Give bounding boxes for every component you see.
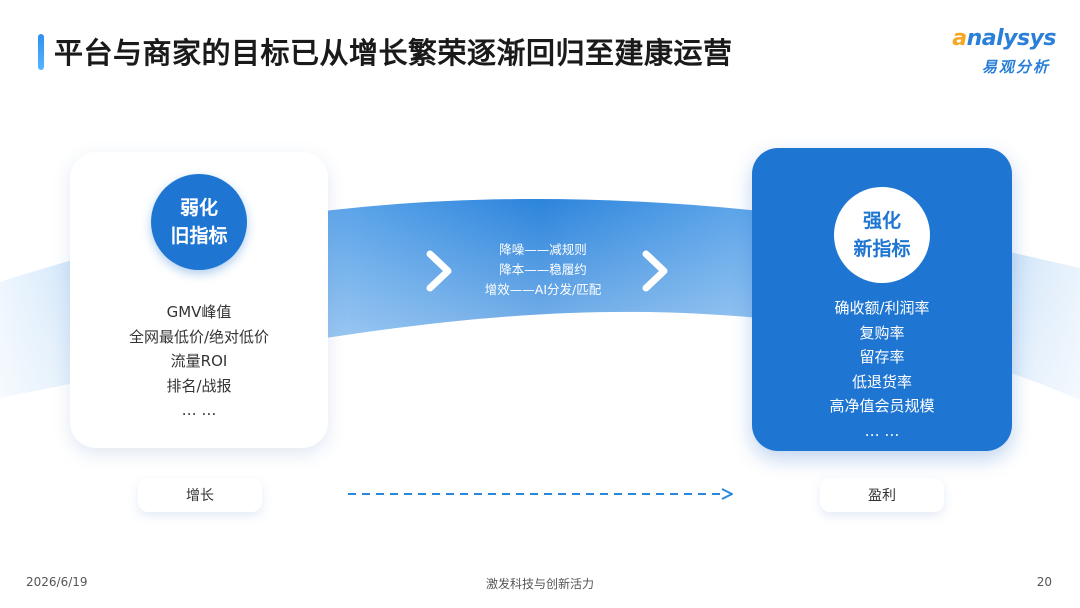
- dashed-arrow: [348, 488, 733, 500]
- list-item: 低退货率: [851, 372, 912, 391]
- strengthen-badge-line1: 强化: [862, 210, 901, 232]
- list-item: … …: [864, 421, 900, 440]
- list-item: 高净值会员规模: [829, 397, 935, 415]
- old-metrics-card: 弱化 旧指标 GMV峰值 全网最低价/绝对低价 流量ROI 排名/战报 … …: [70, 152, 328, 448]
- weaken-badge: 弱化 旧指标: [151, 174, 247, 270]
- list-item: 流量ROI: [170, 352, 228, 370]
- footer-slogan: 激发科技与创新活力: [485, 577, 594, 591]
- list-item: GMV峰值: [166, 303, 232, 321]
- list-item: 复购率: [859, 323, 905, 342]
- transition-actions: 降噪——减规则 降本——稳履约 增效——AI分发/匹配: [458, 240, 628, 300]
- old-metrics-list: GMV峰值 全网最低价/绝对低价 流量ROI 排名/战报 … …: [70, 300, 328, 423]
- action-line: 降噪——减规则: [499, 242, 587, 257]
- growth-pill: 增长: [138, 478, 262, 512]
- chevron-right-icon: [642, 250, 668, 292]
- list-item: … …: [181, 401, 217, 419]
- list-item: 留存率: [859, 348, 905, 366]
- analysys-logo: analysys 易观分析: [946, 22, 1056, 82]
- list-item: 排名/战报: [166, 376, 232, 395]
- footer-date: 2026/6/19: [26, 575, 88, 589]
- weaken-badge-line1: 弱化: [179, 197, 218, 219]
- page-number: 20: [1036, 575, 1052, 589]
- strengthen-badge-line2: 新指标: [853, 238, 911, 260]
- page-title: 平台与商家的目标已从增长繁荣逐渐回归至建康运营: [54, 36, 733, 70]
- action-line: 增效——AI分发/匹配: [484, 282, 602, 297]
- profit-pill: 盈利: [820, 478, 944, 512]
- chevron-right-icon: [426, 250, 452, 292]
- logo-english: analysys: [952, 26, 1056, 51]
- strengthen-badge: 强化 新指标: [834, 187, 930, 283]
- action-line: 降本——稳履约: [499, 262, 587, 277]
- title-accent-bar: [38, 34, 44, 70]
- list-item: 全网最低价/绝对低价: [128, 327, 270, 346]
- new-metrics-card: 强化 新指标 确收额/利润率 复购率 留存率 低退货率 高净值会员规模 … …: [752, 148, 1012, 451]
- new-metrics-list: 确收额/利润率 复购率 留存率 低退货率 高净值会员规模 … …: [752, 296, 1012, 443]
- logo-chinese: 易观分析: [981, 58, 1050, 76]
- weaken-badge-line2: 旧指标: [170, 225, 228, 247]
- list-item: 确收额/利润率: [834, 299, 930, 317]
